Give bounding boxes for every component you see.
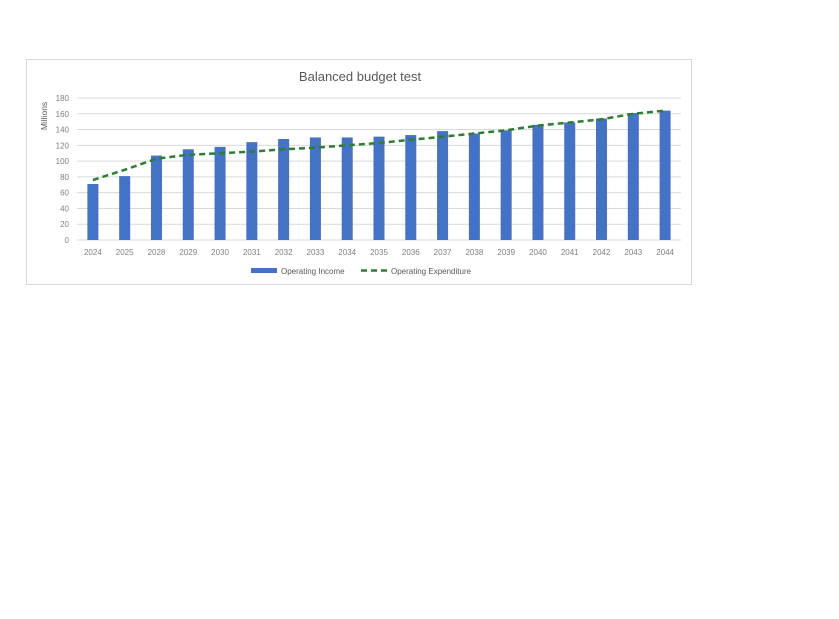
y-tick-label: 80: [60, 173, 69, 182]
x-tick-label-2028: 2028: [148, 248, 166, 257]
income-bar-2039: [500, 130, 512, 240]
legend-swatch-income: [251, 268, 277, 273]
y-tick-label: 180: [56, 94, 70, 103]
y-tick-label: 40: [60, 204, 69, 213]
x-tick-label-2039: 2039: [497, 248, 515, 257]
y-axis-ticks: 0 20 40 60 80 100 120 140 160 180: [56, 94, 70, 245]
income-bar-2043: [627, 112, 639, 240]
income-bar-2035: [373, 136, 385, 240]
x-tick-label-2042: 2042: [593, 248, 611, 257]
x-tick-label-2040: 2040: [529, 248, 547, 257]
y-tick-label: 140: [56, 126, 70, 135]
x-tick-label-2034: 2034: [338, 248, 356, 257]
y-tick-label: 120: [56, 141, 70, 150]
x-axis-ticks: 2024 2025 2028 2029 2030 2031 2032 2033 2034 2035…: [84, 248, 675, 257]
x-tick-label-2024: 2024: [84, 248, 102, 257]
x-tick-label-2041: 2041: [561, 248, 579, 257]
income-bar-2025: [119, 176, 131, 240]
income-bar-2036: [405, 135, 417, 240]
x-tick-label-2033: 2033: [307, 248, 325, 257]
x-tick-label-2038: 2038: [465, 248, 483, 257]
y-tick-label: 20: [60, 220, 69, 229]
income-bar-2040: [532, 124, 544, 240]
income-bar-2033: [309, 137, 321, 240]
x-tick-label-2029: 2029: [179, 248, 197, 257]
legend-label-expenditure: Operating Expenditure: [391, 267, 472, 276]
income-bar-2037: [437, 131, 449, 240]
y-tick-label: 100: [56, 157, 70, 166]
x-tick-label-2032: 2032: [275, 248, 293, 257]
y-tick-label: 160: [56, 110, 70, 119]
expenditure-line: [92, 109, 666, 182]
x-tick-label-2036: 2036: [402, 248, 420, 257]
chart-title: Balanced budget test: [299, 69, 422, 84]
expenditure-series-line: [92, 109, 666, 182]
x-tick-label-2044: 2044: [656, 248, 674, 257]
income-bar-2024: [87, 183, 99, 240]
income-bar-2041: [564, 122, 576, 240]
balanced-budget-chart: Balanced budget test Millions 0204060801…: [39, 69, 681, 276]
income-bar-2028: [150, 155, 162, 240]
y-tick-label: 0: [65, 236, 70, 245]
legend-label-income: Operating Income: [281, 267, 345, 276]
x-tick-label-2031: 2031: [243, 248, 261, 257]
income-bar-2032: [278, 139, 290, 240]
income-bar-2034: [341, 137, 353, 240]
income-bar-2042: [596, 118, 608, 240]
income-bar-2038: [468, 133, 480, 240]
income-bar-2030: [214, 146, 226, 240]
y-axis-title: Millions: [39, 102, 49, 130]
income-bars: [87, 110, 671, 240]
y-tick-label: 60: [60, 189, 69, 198]
income-bar-2044: [659, 110, 671, 240]
income-bar-2029: [182, 149, 194, 240]
income-bar-2031: [246, 142, 258, 240]
x-tick-label-2025: 2025: [116, 248, 134, 257]
x-tick-label-2035: 2035: [370, 248, 388, 257]
x-tick-label-2037: 2037: [434, 248, 452, 257]
x-tick-label-2043: 2043: [624, 248, 642, 257]
legend: Operating Income Operating Expenditure: [251, 267, 472, 276]
x-tick-label-2030: 2030: [211, 248, 229, 257]
